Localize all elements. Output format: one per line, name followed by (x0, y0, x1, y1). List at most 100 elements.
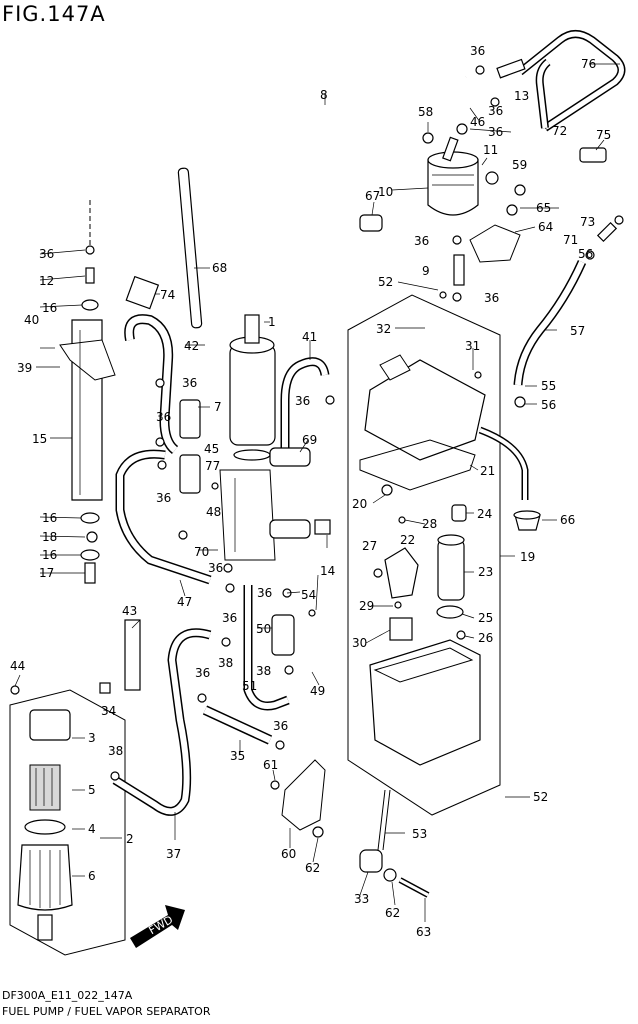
part-label-61: 61 (263, 758, 278, 772)
part-label-36c: 36 (488, 125, 503, 139)
part-label-52b: 52 (533, 790, 548, 804)
part-label-48: 48 (206, 505, 221, 519)
part-label-36n: 36 (195, 666, 210, 680)
fuel-hose-8 (88, 75, 467, 245)
part-label-47: 47 (177, 595, 192, 609)
part-label-72: 72 (552, 124, 567, 138)
part-label-5: 5 (88, 783, 96, 797)
hose-51 (243, 585, 290, 711)
part-label-73: 73 (580, 215, 595, 229)
part-label-57: 57 (570, 324, 585, 338)
part-label-52a: 52 (378, 275, 393, 289)
leader-lines (14, 63, 620, 922)
hose-37 (112, 628, 212, 816)
part-label-36j: 36 (156, 491, 171, 505)
part-label-20: 20 (352, 497, 367, 511)
part-label-13: 13 (514, 89, 529, 103)
part-label-2: 2 (126, 832, 134, 846)
part-label-16a: 16 (42, 301, 57, 315)
part-label-36o: 36 (273, 719, 288, 733)
part-label-56b: 56 (541, 398, 556, 412)
part-label-66: 66 (560, 513, 575, 527)
part-label-9: 9 (422, 264, 430, 278)
separator-float-chamber (369, 639, 481, 766)
part-label-69: 69 (302, 433, 317, 447)
part-label-60: 60 (281, 847, 296, 861)
fwd-arrow: FWD (130, 905, 185, 948)
separator-assembly-19 (347, 294, 501, 816)
part-label-40: 40 (24, 313, 39, 327)
part-label-64: 64 (538, 220, 553, 234)
part-label-59: 59 (512, 158, 527, 172)
part-label-74: 74 (160, 288, 175, 302)
part-label-36f: 36 (484, 291, 499, 305)
part-label-16b: 16 (42, 511, 57, 525)
part-label-33: 33 (354, 892, 369, 906)
part-label-36d: 36 (39, 247, 54, 261)
model-code: DF300A_E11_022_147A (2, 989, 133, 1002)
part-label-43: 43 (122, 604, 137, 618)
part-label-77: 77 (205, 459, 220, 473)
cover-22 (384, 547, 419, 599)
part-label-31: 31 (465, 339, 480, 353)
part-label-58: 58 (418, 105, 433, 119)
bracket-60 (281, 759, 326, 831)
figure-title: FIG.147A (2, 2, 106, 26)
bracket-15 (59, 319, 116, 501)
diagram-caption: FUEL PUMP / FUEL VAPOR SEPARATOR (2, 1005, 211, 1018)
part-label-6: 6 (88, 869, 96, 883)
part-label-18: 18 (42, 530, 57, 544)
part-label-75: 75 (596, 128, 611, 142)
part-label-38c: 38 (108, 744, 123, 758)
part-label-46: 46 (470, 115, 485, 129)
part-label-41: 41 (302, 330, 317, 344)
part-label-36a: 36 (470, 44, 485, 58)
rod-53 (377, 789, 391, 851)
part-label-36g: 36 (182, 376, 197, 390)
fuel-pump-1 (229, 314, 276, 461)
part-label-10: 10 (378, 185, 393, 199)
part-label-14: 14 (320, 564, 335, 578)
hose-47 (115, 449, 212, 585)
part-label-37: 37 (166, 847, 181, 861)
part-label-30: 30 (352, 636, 367, 650)
part-label-51: 51 (242, 679, 257, 693)
part-label-26: 26 (478, 631, 493, 645)
part-label-55: 55 (541, 379, 556, 393)
part-label-63: 63 (416, 925, 431, 939)
part-label-19: 19 (520, 550, 535, 564)
strainer-50 (271, 614, 295, 656)
fuel-filter-housing-2 (9, 689, 126, 956)
part-label-4: 4 (88, 822, 96, 836)
part-label-11: 11 (483, 143, 498, 157)
part-label-35: 35 (230, 749, 245, 763)
part-label-56a: 56 (578, 247, 593, 261)
fuel-hose-76 (517, 30, 626, 132)
part-label-38a: 38 (218, 656, 233, 670)
part-label-17: 17 (39, 566, 54, 580)
bolt-63 (398, 877, 430, 898)
part-label-62b: 62 (385, 906, 400, 920)
part-label-70: 70 (194, 545, 209, 559)
part-label-45: 45 (204, 442, 219, 456)
part-label-71: 71 (563, 233, 578, 247)
part-label-12: 12 (39, 274, 54, 288)
hose-35 (202, 705, 273, 745)
small-parts (10, 65, 624, 882)
part-label-36b: 36 (488, 104, 503, 118)
hose-42 (124, 314, 179, 454)
part-label-36h: 36 (295, 394, 310, 408)
pump-bracket-70 (219, 469, 276, 561)
part-label-54: 54 (301, 588, 316, 602)
part-label-50: 50 (256, 622, 271, 636)
part-label-1: 1 (268, 315, 276, 329)
part-label-34: 34 (101, 704, 116, 718)
part-label-15: 15 (32, 432, 47, 446)
part-label-36l: 36 (222, 611, 237, 625)
separator-cover (359, 354, 486, 491)
bracket-64 (469, 224, 521, 263)
fuel-pump-23 (436, 534, 465, 619)
part-label-7: 7 (214, 400, 222, 414)
part-label-67: 67 (365, 189, 380, 203)
